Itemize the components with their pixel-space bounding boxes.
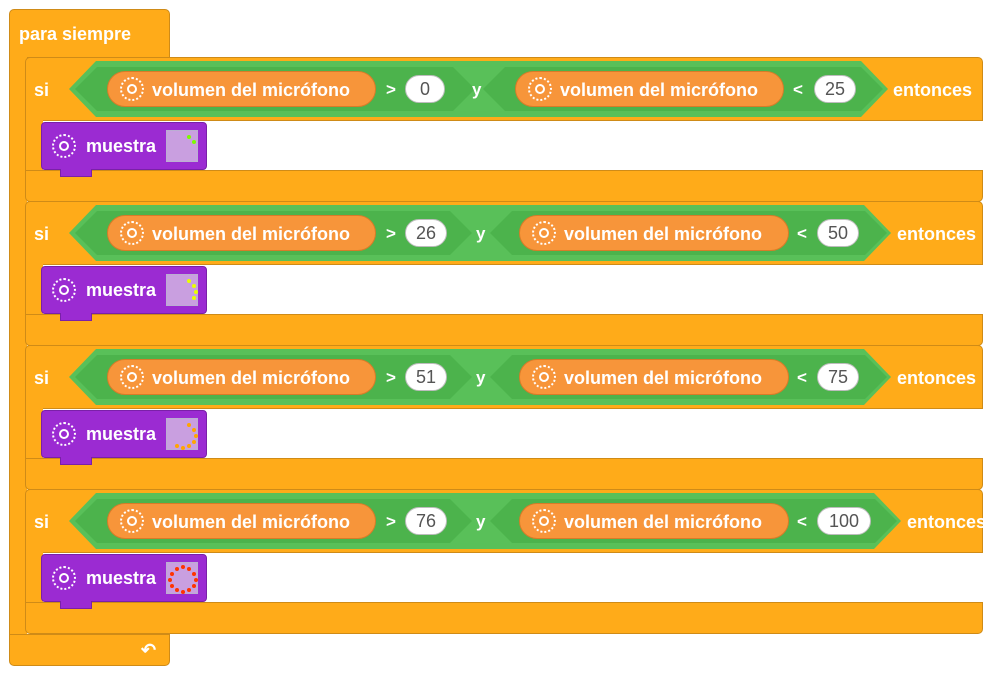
- led-dot: [194, 578, 198, 582]
- less-operator: <: [797, 224, 807, 243]
- then-keyword: entonces: [893, 80, 973, 100]
- if-block-1-footer[interactable]: [25, 170, 983, 202]
- and-operator: y: [472, 80, 482, 99]
- led-dot: [181, 590, 185, 594]
- led-dot: [168, 578, 172, 582]
- upper-value-input[interactable]: 25: [814, 75, 856, 103]
- led-dot: [181, 565, 185, 569]
- show-label: muestra: [86, 568, 157, 588]
- microphone-volume-reporter[interactable]: volumen del micrófono: [107, 359, 376, 395]
- lower-value-input[interactable]: 26: [405, 219, 447, 247]
- show-block-1-tab: [60, 169, 92, 177]
- led-pattern-field[interactable]: [166, 562, 198, 594]
- extension-gear-icon: [120, 509, 144, 533]
- show-block-2-tab: [60, 313, 92, 321]
- led-dot: [175, 588, 179, 592]
- led-dot: [192, 140, 196, 144]
- show-label: muestra: [86, 424, 157, 444]
- led-dot: [187, 279, 191, 283]
- greater-operator: >: [386, 224, 396, 243]
- greater-operator: >: [386, 512, 396, 531]
- greater-operator: >: [386, 368, 396, 387]
- show-label: muestra: [86, 280, 157, 300]
- led-dot: [192, 584, 196, 588]
- led-dot: [187, 135, 191, 139]
- microphone-volume-reporter[interactable]: volumen del micrófono: [519, 503, 789, 539]
- and-operator: y: [476, 368, 486, 387]
- led-dot: [194, 434, 198, 438]
- if-block-4-side: [25, 552, 43, 608]
- led-dot: [175, 567, 179, 571]
- extension-gear-icon: [532, 365, 556, 389]
- microphone-volume-reporter[interactable]: volumen del micrófono: [515, 71, 784, 107]
- if-block-4-footer[interactable]: [25, 602, 983, 634]
- extension-gear-icon: [52, 422, 76, 446]
- led-dot: [181, 446, 185, 450]
- led-pattern-field[interactable]: [166, 418, 198, 450]
- extension-gear-icon: [528, 77, 552, 101]
- led-dot: [192, 572, 196, 576]
- if-block-2-footer[interactable]: [25, 314, 983, 346]
- show-block-4-tab: [60, 601, 92, 609]
- microphone-volume-reporter[interactable]: volumen del micrófono: [107, 503, 376, 539]
- if-block-3-side: [25, 408, 43, 464]
- microphone-volume-reporter[interactable]: volumen del micrófono: [107, 71, 376, 107]
- lower-value-input[interactable]: 0: [405, 75, 445, 103]
- led-dot: [192, 428, 196, 432]
- greater-operator: >: [386, 80, 396, 99]
- forever-block-body: [9, 56, 27, 638]
- extension-gear-icon: [52, 134, 76, 158]
- and-operator: y: [476, 512, 486, 531]
- extension-gear-icon: [120, 221, 144, 245]
- led-dot: [175, 444, 179, 448]
- if-keyword: si: [34, 80, 50, 100]
- and-operator: y: [476, 224, 486, 243]
- led-dot: [170, 584, 174, 588]
- led-pattern-field[interactable]: [166, 130, 198, 162]
- led-dot: [187, 588, 191, 592]
- microphone-volume-reporter[interactable]: volumen del micrófono: [107, 215, 376, 251]
- then-keyword: entonces: [897, 368, 977, 388]
- extension-gear-icon: [120, 77, 144, 101]
- if-block-1-side: [25, 120, 43, 176]
- led-dot: [192, 296, 196, 300]
- upper-value-input[interactable]: 75: [817, 363, 859, 391]
- upper-value-input[interactable]: 50: [817, 219, 859, 247]
- microphone-volume-reporter[interactable]: volumen del micrófono: [519, 215, 789, 251]
- led-dot: [187, 423, 191, 427]
- forever-label: para siempre: [19, 24, 132, 44]
- upper-value-input[interactable]: 100: [817, 507, 871, 535]
- forever-block-footer[interactable]: [9, 634, 170, 666]
- led-pattern-field[interactable]: [166, 274, 198, 306]
- led-dot: [187, 567, 191, 571]
- then-keyword: entonces: [897, 224, 977, 244]
- then-keyword: entonces: [907, 512, 987, 532]
- led-dot: [194, 290, 198, 294]
- if-keyword: si: [34, 512, 50, 532]
- lower-value-input[interactable]: 51: [405, 363, 447, 391]
- lower-value-input[interactable]: 76: [405, 507, 447, 535]
- show-block-3-tab: [60, 457, 92, 465]
- extension-gear-icon: [532, 509, 556, 533]
- extension-gear-icon: [52, 278, 76, 302]
- forever-block-header[interactable]: [9, 9, 170, 58]
- extension-gear-icon: [120, 365, 144, 389]
- less-operator: <: [793, 80, 803, 99]
- if-block-2-side: [25, 264, 43, 320]
- extension-gear-icon: [52, 566, 76, 590]
- extension-gear-icon: [532, 221, 556, 245]
- less-operator: <: [797, 368, 807, 387]
- less-operator: <: [797, 512, 807, 531]
- if-block-3-footer[interactable]: [25, 458, 983, 490]
- microphone-volume-reporter[interactable]: volumen del micrófono: [519, 359, 789, 395]
- loop-arrow-icon: ↶: [141, 640, 157, 660]
- if-keyword: si: [34, 368, 50, 388]
- led-dot: [192, 284, 196, 288]
- if-keyword: si: [34, 224, 50, 244]
- led-dot: [192, 440, 196, 444]
- led-dot: [170, 572, 174, 576]
- show-label: muestra: [86, 136, 157, 156]
- led-dot: [187, 444, 191, 448]
